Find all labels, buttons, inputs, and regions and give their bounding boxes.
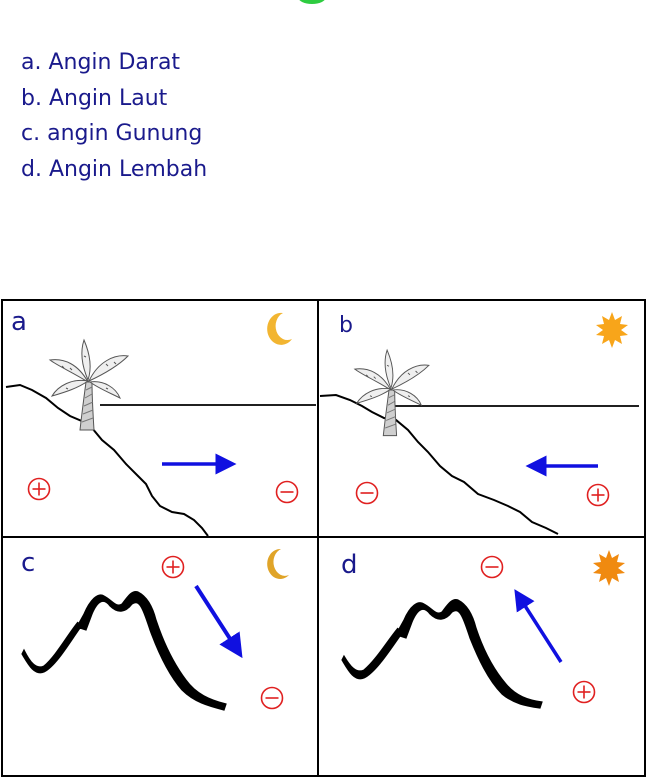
mountain-c: [21, 591, 227, 711]
legend-list: a. Angin Darat b. Angin Laut c. angin Gu…: [21, 45, 207, 187]
top-mark: [298, 0, 326, 4]
high-pressure-peak-c: [161, 555, 185, 579]
moon-icon: [267, 312, 292, 345]
high-pressure-land-a: [27, 477, 51, 501]
legend-item-c: c. angin Gunung: [21, 121, 203, 146]
sun-icon: [593, 550, 625, 586]
low-pressure-land-b: [355, 481, 379, 505]
panel-c: [21, 548, 289, 711]
moon-icon: [267, 548, 289, 579]
panel-d: [341, 550, 625, 709]
low-pressure-peak-d: [480, 555, 504, 579]
palm-tree-icon: [354, 349, 430, 437]
panel-label-b: b: [339, 313, 353, 338]
panel-a: [5, 312, 316, 537]
mountain-d: [341, 599, 543, 709]
panel-grid: [1, 299, 646, 777]
low-pressure-valley-c: [260, 686, 284, 710]
panel-b: [319, 312, 639, 535]
wind-arrow-d: [514, 589, 563, 663]
wind-arrow-c: [194, 584, 243, 659]
coastline-a: [5, 383, 209, 537]
high-pressure-sea-b: [586, 483, 610, 507]
panel-label-a: a: [11, 307, 27, 337]
panel-label-c: c: [21, 548, 36, 578]
panel-label-d: d: [341, 550, 358, 580]
legend-item-b: b. Angin Laut: [21, 85, 168, 111]
palm-tree-icon: [49, 339, 129, 431]
legend-item-d: d. Angin Lembah: [21, 156, 208, 182]
coastline-b: [319, 393, 559, 535]
legend-item-a: a. Angin Darat: [21, 50, 181, 75]
sun-icon: [596, 312, 628, 348]
low-pressure-sea-a: [275, 480, 299, 504]
high-pressure-valley-d: [572, 680, 596, 704]
